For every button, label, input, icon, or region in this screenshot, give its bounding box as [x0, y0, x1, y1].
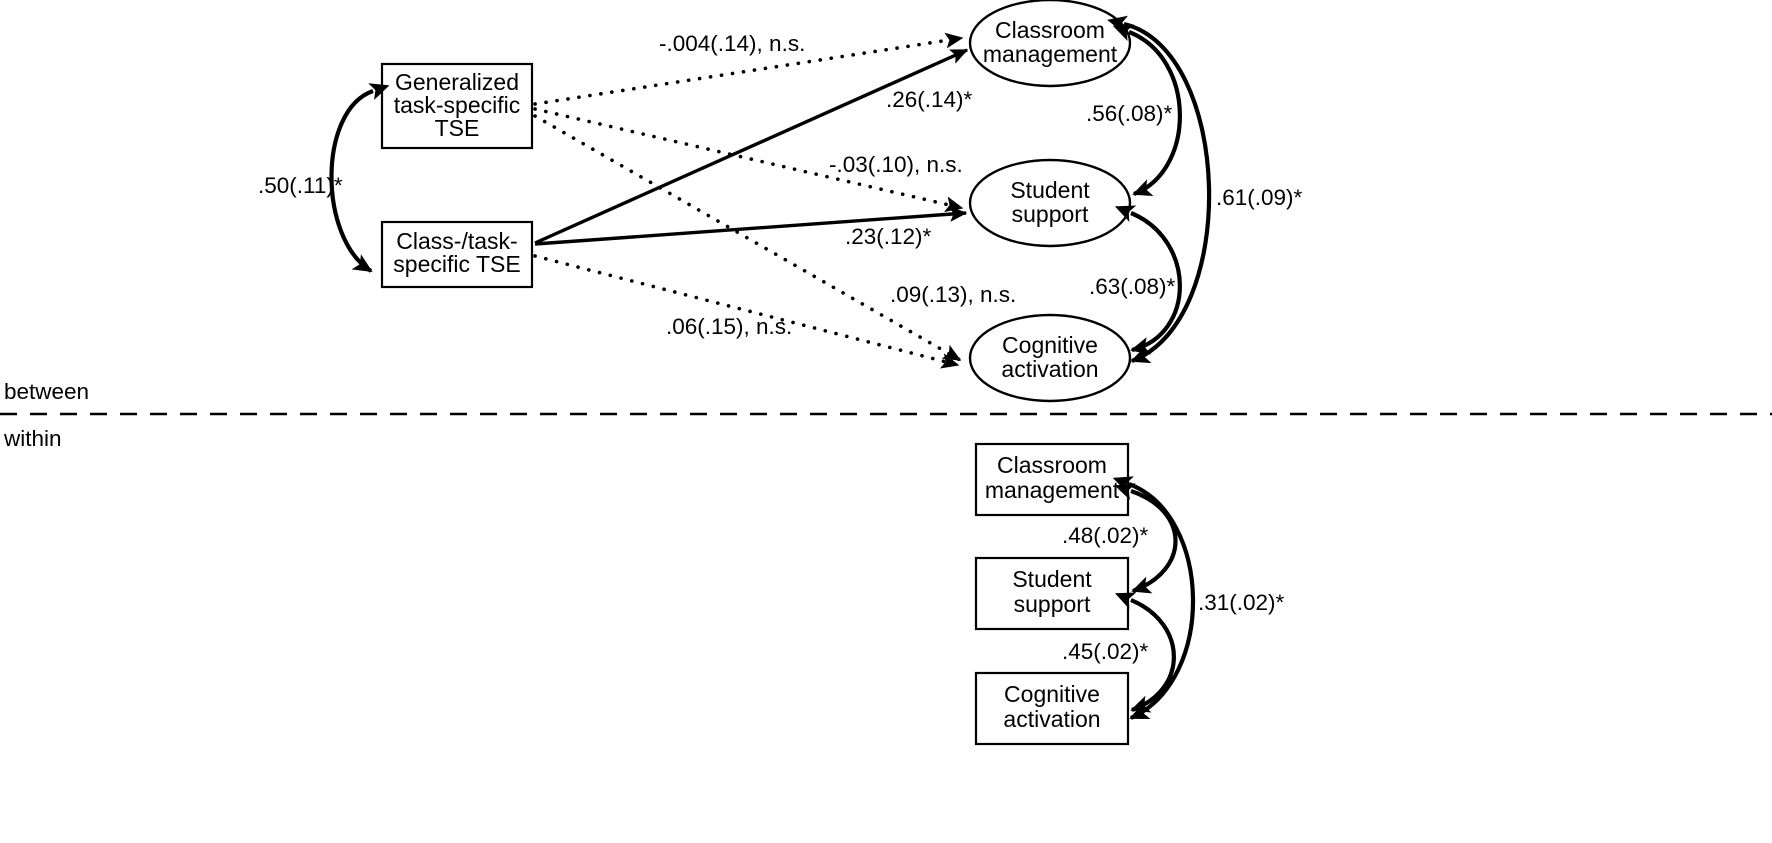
cm-between-label-line2: management [983, 41, 1118, 67]
ca-within-label-line1: Cognitive [1004, 681, 1100, 707]
between-predictor-gen-tse[interactable]: Generalized task-specific TSE [380, 62, 534, 150]
path-label-gen-tse-classroom-management: -.004(.14), n.s. [659, 31, 805, 56]
cm-between-label-line1: Classroom [995, 17, 1105, 43]
within-outcome-cognitive-activation[interactable]: Cognitive activation [974, 671, 1130, 746]
node-rect-student-support-within[interactable] [974, 556, 1130, 631]
ss-between-label-line2: support [1012, 201, 1089, 227]
between-outcome-student-support[interactable]: Student support [968, 158, 1132, 248]
between-outcome-cognitive-activation[interactable]: Cognitive activation [968, 313, 1132, 403]
gen-tse-label-line1: Generalized [395, 69, 519, 95]
gen-tse-label-line3: TSE [435, 115, 480, 141]
covariance-arrow-predictors [329, 83, 390, 273]
ca-between-label-line2: activation [1001, 356, 1098, 382]
correlation-label-cm-ca-within: .31(.02)* [1198, 590, 1285, 615]
between-level-label: between [4, 379, 89, 404]
path-label-class-tse-cognitive-activation: .06(.15), n.s. [666, 314, 792, 339]
node-rect-classroom-management-within[interactable] [974, 442, 1130, 517]
within-outcome-student-support[interactable]: Student support [974, 556, 1130, 631]
ss-between-label-line1: Student [1010, 177, 1090, 203]
within-level-label: within [3, 426, 62, 451]
between-predictor-class-tse[interactable]: Class-/task- specific TSE [380, 220, 534, 289]
ss-within-label-line2: support [1014, 591, 1091, 617]
class-tse-label-line2: specific TSE [393, 251, 520, 277]
between-outcome-classroom-management[interactable]: Classroom management [968, 0, 1132, 88]
path-label-gen-tse-student-support: -.03(.10), n.s. [829, 152, 963, 177]
ss-within-label-line1: Student [1012, 566, 1092, 592]
path-gen-tse-to-student-support [533, 107, 964, 212]
ca-between-label-line1: Cognitive [1002, 332, 1098, 358]
correlation-label-ss-ca-between: .63(.08)* [1089, 274, 1176, 299]
path-class-tse-to-student-support [534, 206, 968, 246]
correlation-arrow-cm-ca-between [1107, 15, 1212, 364]
path-label-gen-tse-cognitive-activation: .09(.13), n.s. [890, 282, 1016, 307]
path-label-class-tse-classroom-management: .26(.14)* [886, 87, 973, 112]
ca-within-label-line2: activation [1003, 706, 1100, 732]
cm-within-label-line2: management [985, 477, 1120, 503]
correlation-label-cm-ss-between: .56(.08)* [1086, 101, 1173, 126]
node-rect-generalized-tse[interactable] [380, 62, 534, 150]
gen-tse-label-line2: task-specific [394, 92, 521, 118]
path-gen-tse-to-cognitive-activation [533, 114, 962, 362]
path-label-class-tse-student-support: .23(.12)* [845, 224, 932, 249]
path-class-tse-to-classroom-management [534, 48, 969, 245]
correlation-arrow-cm-ca-within [1112, 476, 1196, 720]
path-class-tse-to-cognitive-activation [533, 254, 960, 369]
covariance-label-predictors: .50(.11)* [258, 173, 343, 198]
correlation-label-cm-ca-between: .61(.09)* [1216, 185, 1303, 210]
correlation-arrow-ss-ca-between [1114, 205, 1182, 355]
correlation-label-ss-ca-within: .45(.02)* [1062, 639, 1149, 664]
correlation-label-cm-ss-within: .48(.02)* [1062, 523, 1149, 548]
within-outcome-classroom-management[interactable]: Classroom management [974, 442, 1130, 517]
cm-within-label-line1: Classroom [997, 452, 1107, 478]
class-tse-label-line1: Class-/task- [396, 228, 517, 254]
